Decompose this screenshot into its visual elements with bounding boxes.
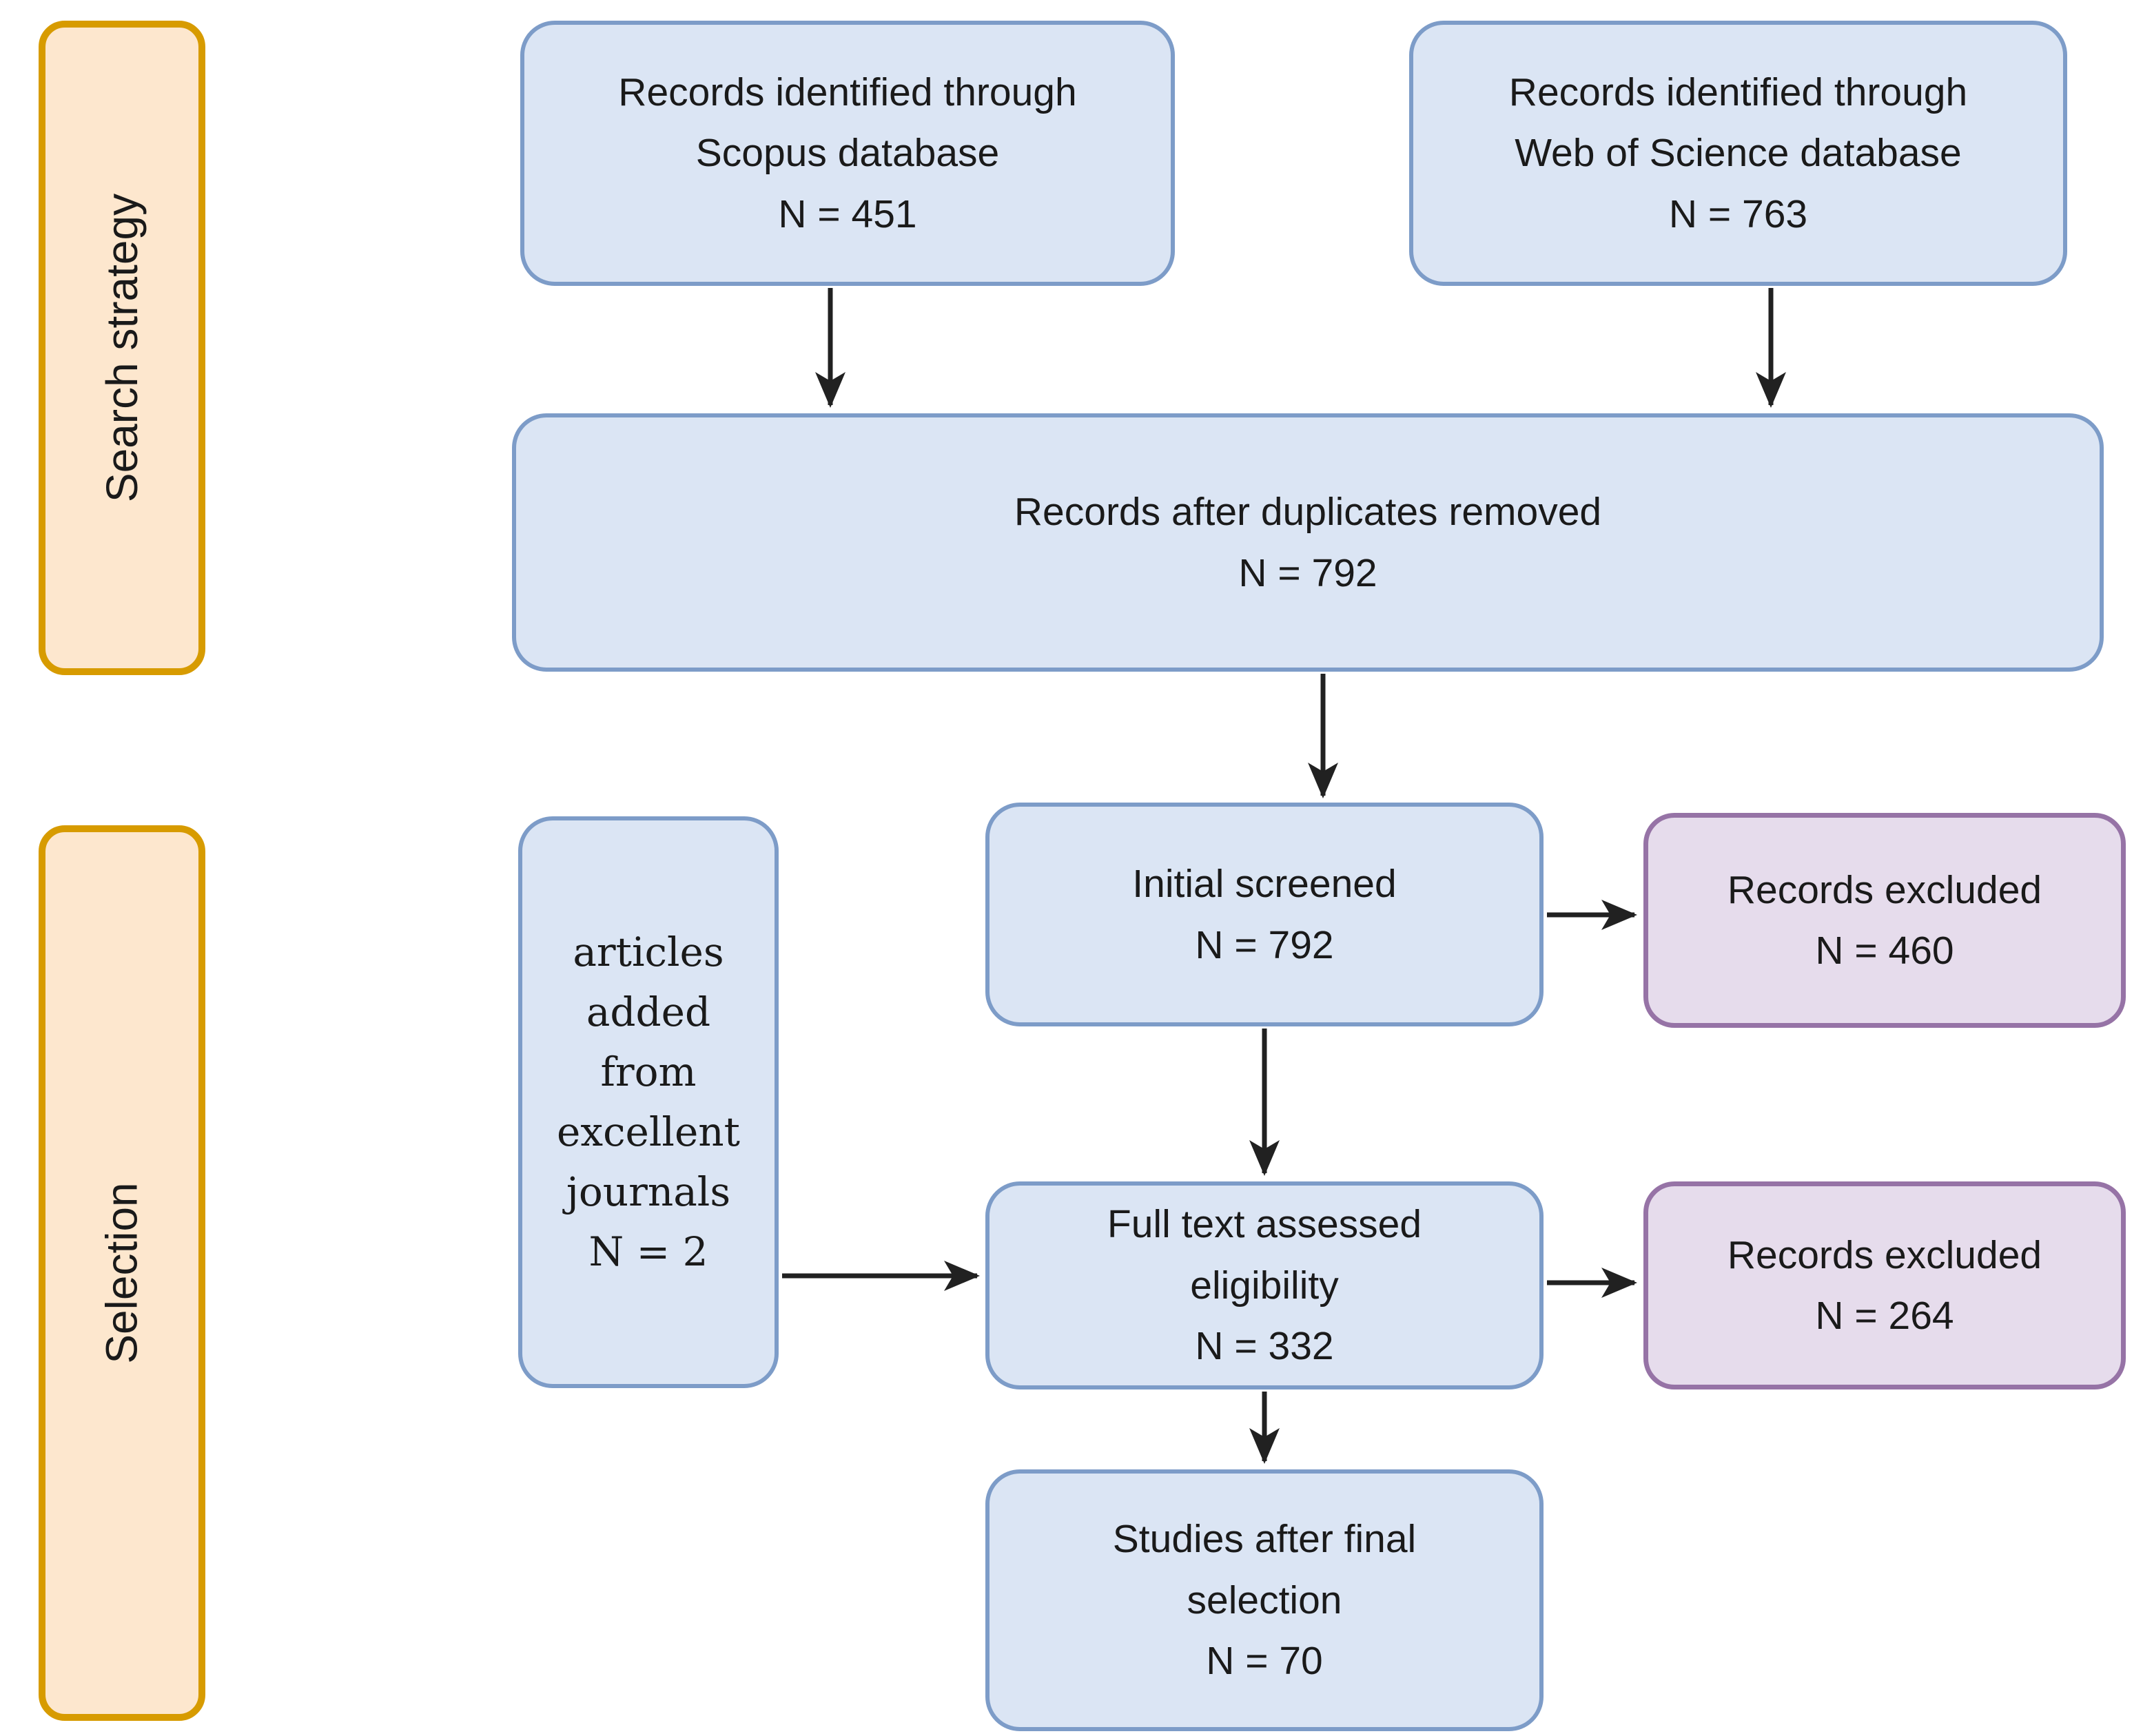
box-articles-line-5: journals: [566, 1168, 731, 1215]
box-articles-line-4: excellent: [557, 1108, 740, 1155]
box-fulltext-line-2: eligibility: [1190, 1263, 1339, 1308]
box-duplicates-removed: Records after duplicates removed N = 792: [512, 413, 2104, 672]
box-studies-line-1: Studies after final: [1112, 1517, 1417, 1562]
box-initial-screened: Initial screened N = 792: [985, 803, 1544, 1026]
stage-selection: Selection: [39, 825, 205, 1721]
stage-search-strategy: Search strategy: [39, 21, 205, 675]
box-web-of-science-records: Records identified through Web of Scienc…: [1409, 21, 2067, 286]
box-scopus-records: Records identified through Scopus databa…: [520, 21, 1175, 286]
box-records-excluded-initial: Records excluded N = 460: [1643, 813, 2126, 1028]
box-articles-line-3: from: [600, 1048, 697, 1095]
box-articles-added: articles added from excellent journals N…: [518, 816, 779, 1388]
box-duplicates-line-1: Records after duplicates removed: [1014, 490, 1602, 535]
box-fulltext-line-1: Full text assessed: [1107, 1202, 1422, 1247]
box-studies-count: N = 70: [1206, 1639, 1323, 1684]
box-scopus-line-1: Records identified through: [618, 70, 1077, 114]
box-full-text-assessed: Full text assessed eligibility N = 332: [985, 1181, 1544, 1389]
box-excluded-fulltext-count: N = 264: [1815, 1294, 1954, 1338]
box-duplicates-count: N = 792: [1238, 550, 1377, 595]
box-initial-line-1: Initial screened: [1132, 862, 1397, 907]
box-articles-count: N = 2: [588, 1228, 708, 1275]
stage-selection-label: Selection: [97, 1182, 147, 1364]
stage-search-strategy-label: Search strategy: [97, 193, 147, 503]
box-scopus-count: N = 451: [778, 192, 917, 236]
box-wos-line-2: Web of Science database: [1515, 131, 1962, 176]
box-final-studies: Studies after final selection N = 70: [985, 1469, 1544, 1731]
box-articles-line-2: added: [586, 989, 711, 1035]
box-excluded-initial-count: N = 460: [1815, 929, 1954, 973]
box-articles-line-1: articles: [573, 929, 724, 975]
box-studies-line-2: selection: [1187, 1578, 1342, 1622]
box-initial-count: N = 792: [1195, 922, 1334, 967]
box-wos-count: N = 763: [1668, 192, 1808, 236]
box-records-excluded-fulltext: Records excluded N = 264: [1643, 1181, 2126, 1389]
box-excluded-initial-line-1: Records excluded: [1727, 867, 2042, 912]
box-excluded-fulltext-line-1: Records excluded: [1727, 1232, 2042, 1277]
box-wos-line-1: Records identified through: [1508, 70, 1968, 114]
box-fulltext-count: N = 332: [1195, 1324, 1334, 1369]
box-scopus-line-2: Scopus database: [695, 131, 1000, 176]
